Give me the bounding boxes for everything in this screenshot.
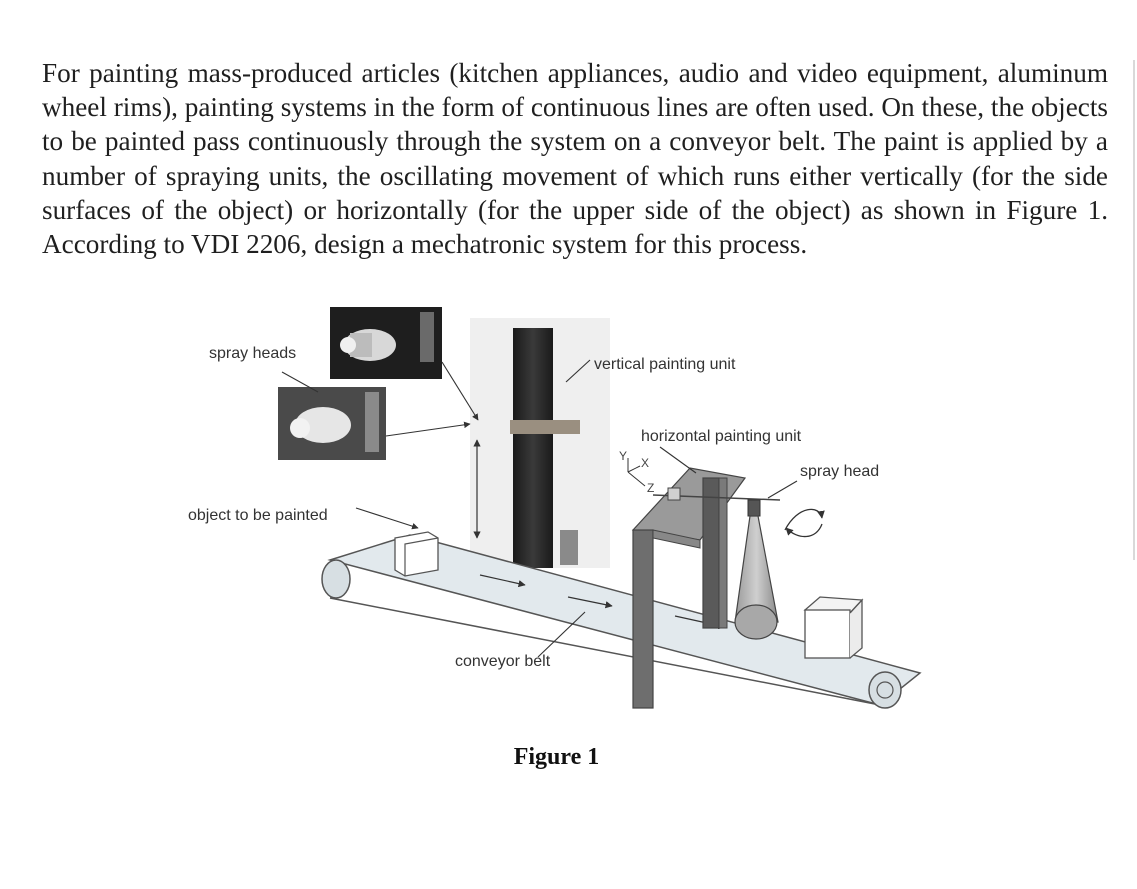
axis-label-z: Z bbox=[647, 481, 655, 495]
label-vertical-painting-unit: vertical painting unit bbox=[594, 356, 736, 373]
page-edge-rule bbox=[1133, 60, 1135, 560]
axis-label-x: X bbox=[641, 456, 650, 470]
label-spray-heads: spray heads bbox=[209, 345, 297, 362]
conveyor-belt bbox=[321, 534, 922, 709]
coordinate-axes bbox=[627, 458, 646, 487]
label-horizontal-painting-unit: horizontal painting unit bbox=[641, 428, 802, 445]
spray-heads-photo-bottom bbox=[278, 387, 386, 460]
problem-statement: For painting mass-produced articles (kit… bbox=[42, 58, 1108, 260]
vertical-painting-unit bbox=[470, 318, 610, 568]
object-box-left bbox=[394, 531, 439, 577]
label-object-to-be-painted: object to be painted bbox=[188, 507, 328, 524]
object-box-right bbox=[803, 596, 864, 659]
label-conveyor-belt: conveyor belt bbox=[455, 653, 551, 670]
horizontal-painting-unit bbox=[631, 467, 781, 709]
figure-caption: Figure 1 bbox=[513, 744, 600, 770]
spray-cone bbox=[734, 515, 779, 640]
oscillation-arrows bbox=[784, 508, 825, 538]
label-spray-head: spray head bbox=[800, 463, 880, 480]
leader-lines bbox=[281, 359, 798, 658]
spray-heads-photo-top bbox=[330, 307, 442, 379]
axis-label-y: Y bbox=[619, 449, 628, 463]
